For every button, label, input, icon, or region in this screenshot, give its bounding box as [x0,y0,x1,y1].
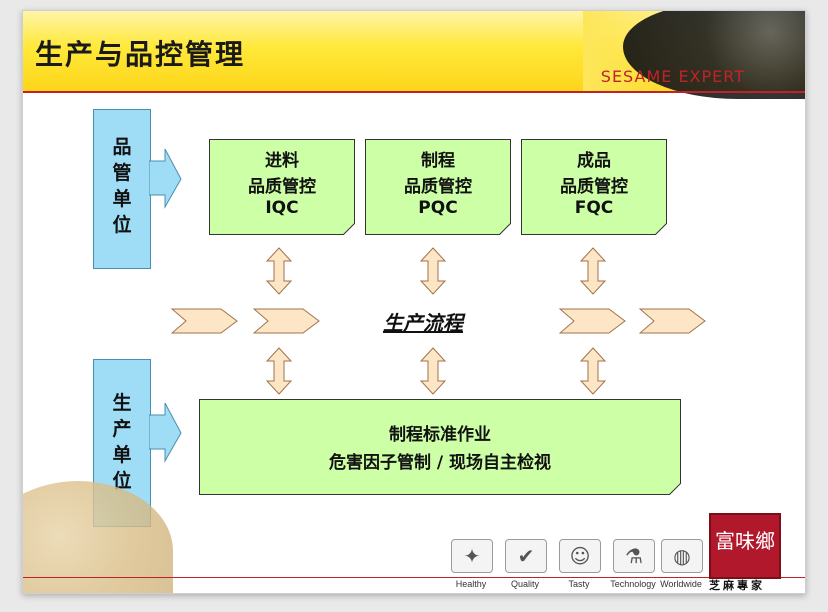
flow-chevron-4-icon [639,308,706,334]
pqc-line2: 品质管控 [404,177,472,197]
flow-chevron-3-icon [559,308,626,334]
qc-unit-box: 品管单位 [93,109,151,269]
worldwide-icon: ◍ [661,539,703,573]
process-flow-label: 生产流程 [383,311,463,335]
fqc-line2: 品质管控 [560,177,628,197]
quality-icon: ✔ [505,539,547,573]
worldwide-label: Worldwide [660,579,702,589]
footer-divider [23,577,805,578]
healthy-label: Healthy [455,579,487,589]
iqc-code: IQC [265,198,299,218]
flow-chevron-1-icon [171,308,238,334]
tasty-label: Tasty [568,579,590,589]
pqc-double-arrow-icon [419,247,447,295]
brand-logo-caption: 芝麻專家 [709,579,765,592]
brand-tagline: SESAME EXPERT [600,67,745,86]
brand-logo: 富味鄉 [709,513,781,579]
qc-unit-arrow [149,149,182,209]
page-title: 生产与品控管理 [35,38,246,71]
iqc-double-arrow-icon [265,247,293,295]
production-line1: 制程标准作业 [389,425,491,445]
fqc-code: FQC [574,198,614,218]
prod-right-double-arrow-icon [579,347,607,395]
pqc-box: 制程 品质管控 PQC [365,139,511,235]
pqc-line1: 制程 [421,151,455,171]
production-unit-label: 生产单位 [112,392,132,492]
iqc-line1: 进料 [265,151,299,171]
fqc-box: 成品 品质管控 FQC [521,139,667,235]
slide-frame: 生产与品控管理 SESAME EXPERT 品管单位 进料 品质管控 IQC 制… [22,10,806,594]
prod-left-double-arrow-icon [265,347,293,395]
technology-label: Technology [610,579,656,589]
iqc-box: 进料 品质管控 IQC [209,139,355,235]
header-divider [23,91,805,93]
quality-label: Quality [510,579,539,589]
fqc-double-arrow-icon [579,247,607,295]
production-unit-arrow [149,403,182,463]
tasty-icon: ☺ [559,539,601,573]
pqc-code: PQC [418,198,458,218]
iqc-line2: 品质管控 [248,177,316,197]
qc-unit-label: 品管单位 [112,136,132,236]
flow-chevron-2-icon [253,308,320,334]
technology-icon: ⚗ [613,539,655,573]
slide-header: 生产与品控管理 SESAME EXPERT [23,11,805,99]
prod-mid-double-arrow-icon [419,347,447,395]
fqc-line1: 成品 [577,151,611,171]
healthy-icon: ✦ [451,539,493,573]
production-line2: 危害因子管制 / 现场自主检视 [328,453,552,473]
production-standards-box: 制程标准作业 危害因子管制 / 现场自主检视 [199,399,681,495]
